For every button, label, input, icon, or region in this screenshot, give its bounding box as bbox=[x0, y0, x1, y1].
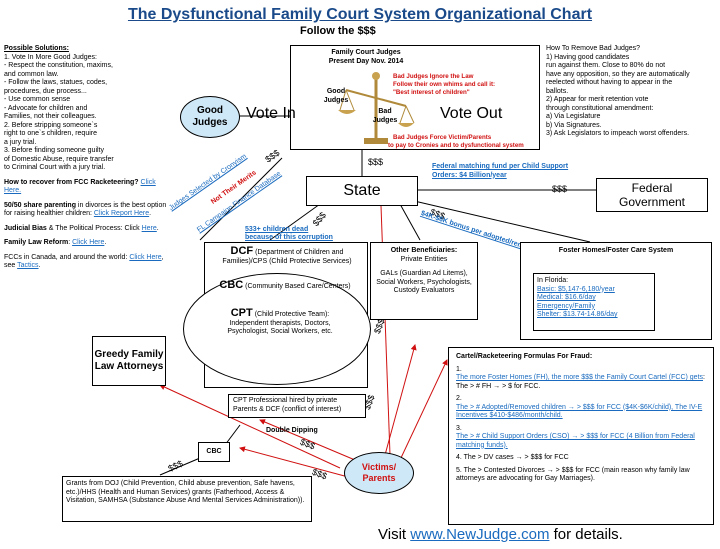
bias-link[interactable]: Here bbox=[141, 224, 157, 232]
cartel-link-2[interactable]: The > # Adopted/Removed children → > $$$… bbox=[456, 403, 703, 420]
greedy-attorneys-box: Greedy Family Law Attorneys bbox=[92, 336, 166, 386]
cartel-box: Cartel/Racketeering Formulas For Fraud: … bbox=[448, 347, 714, 525]
force-victims-text: Bad Judges Force Victim/Parents bbox=[393, 134, 492, 141]
medical-rate-link[interactable]: Medical: $16.6/day bbox=[537, 294, 596, 301]
tactics-link[interactable]: Tactics bbox=[17, 262, 39, 269]
solution-line: a jury trial. bbox=[4, 138, 37, 146]
vote-in-label: Vote In bbox=[246, 105, 296, 122]
reform-text: : bbox=[68, 239, 73, 246]
judges-date: Present Day Nov. 2014 bbox=[328, 58, 404, 65]
page-title: The Dysfunctional Family Court System Or… bbox=[127, 6, 593, 23]
grants-box: Grants from DOJ (Child Prevention, Child… bbox=[62, 476, 312, 522]
solution-line: Families, not their colleagues. bbox=[4, 113, 97, 120]
cpt-hired-box: CPT Professional hired by private Parent… bbox=[228, 394, 366, 418]
remove-line: b) Via Signatures. bbox=[546, 121, 602, 129]
state-box: State bbox=[306, 176, 418, 206]
bad-judges-label: Bad Judges bbox=[372, 108, 398, 124]
scales-of-justice-icon bbox=[338, 72, 415, 144]
solution-line: - Follow the laws, statues, codes, bbox=[4, 79, 108, 86]
bias-bold: Judicial Bias bbox=[4, 224, 47, 232]
dollars-label: $$$ bbox=[552, 184, 568, 194]
dcf-box: DCF (Department of Children and Families… bbox=[183, 242, 371, 388]
remove-judges-panel: How To Remove Bad Judges? 1) Having good… bbox=[546, 45, 718, 139]
cbc-small-box: CBC bbox=[198, 442, 230, 462]
newjudge-link[interactable]: www.NewJudge.com bbox=[410, 526, 550, 543]
reform-link[interactable]: Click Here bbox=[72, 239, 105, 246]
basic-rate-link[interactable]: Basic: $5,147-6,180/year bbox=[537, 285, 615, 293]
parenting-link[interactable]: Click Report Here bbox=[93, 210, 150, 217]
victims-oval: Victims/ Parents bbox=[344, 452, 414, 494]
solution-line: 3. Before finding someone guilty bbox=[4, 147, 105, 154]
solution-line: 1. Vote In More Good Judges: bbox=[4, 53, 98, 61]
foster-homes-box: Foster Homes/Foster Care System In Flori… bbox=[520, 242, 712, 340]
florida-rates-box: In Florida: Basic: $5,147-6,180/year Med… bbox=[533, 273, 655, 331]
recover-link[interactable]: Click Here. bbox=[4, 178, 156, 195]
page-subtitle: Follow the $$$ bbox=[300, 25, 376, 37]
vote-out-label: Vote Out bbox=[440, 105, 503, 122]
solution-line: of Domestic Abuse, require transfer bbox=[4, 155, 114, 163]
best-interest-text: "Best interest of children" bbox=[393, 89, 470, 96]
parenting-text: in divorces is the best option for raisi… bbox=[4, 201, 167, 218]
remove-line: 1) Having good candidates bbox=[546, 53, 630, 61]
remove-line: 2) Appear for merit retention vote bbox=[546, 96, 649, 103]
reform-bold: Family Law Reform bbox=[4, 239, 69, 246]
parenting-bold: 50/50 share parenting bbox=[4, 201, 76, 209]
solution-line: procedures, due process... bbox=[4, 87, 87, 95]
solutions-panel: Possible Solutions: 1. Vote In More Good… bbox=[4, 45, 169, 271]
federal-matching-text[interactable]: Federal matching fund per Child Support … bbox=[432, 163, 569, 179]
follow-whims-text: Follow their own whims and call it: bbox=[393, 81, 496, 88]
bias-text: & The Political Process: Click bbox=[46, 224, 140, 232]
solution-line: - Respect the constitution, maxims, bbox=[4, 62, 113, 69]
dcf-label: DCF (Department of Children and Families… bbox=[222, 245, 352, 265]
remove-line: a) Via Legislature bbox=[546, 113, 601, 120]
remove-line: 3) Ask Legislators to impeach worst offe… bbox=[546, 130, 690, 137]
fcc-link[interactable]: Click Here bbox=[129, 253, 162, 261]
good-judges-oval: Good Judges bbox=[180, 96, 240, 138]
cartel-link-1[interactable]: The more Foster Homes (FH), the more $$$… bbox=[456, 374, 704, 381]
judges-heading: Family Court Judges bbox=[331, 49, 401, 56]
cartel-link-3[interactable]: The > # Child Support Orders (CSO) → > $… bbox=[456, 433, 695, 449]
fcc-text: FCCs in Canada, and around the world: bbox=[4, 253, 128, 261]
children-dead-text[interactable]: 533+ children dead because of this corru… bbox=[245, 226, 333, 241]
solution-line: - Use common sense bbox=[4, 96, 71, 103]
shelter-rate-link[interactable]: Shelter: $13.74-14.86/day bbox=[537, 311, 618, 318]
remove-judges-heading: How To Remove Bad Judges? bbox=[546, 45, 641, 52]
other-beneficiaries-box: Other Beneficiaries: Private Entities GA… bbox=[370, 242, 478, 320]
remove-line: reelected without having to appear in th… bbox=[546, 79, 673, 86]
cbc-label: CBC (Community Based Care/Centers) bbox=[219, 279, 351, 291]
remove-line: ballots. bbox=[546, 87, 569, 95]
family-court-judges-box: Family Court Judges Present Day Nov. 201… bbox=[290, 45, 540, 150]
fcc-mid: , see bbox=[4, 253, 164, 270]
recover-heading: How to recover from FCC Racketeering? bbox=[4, 178, 139, 186]
solution-line: to Criminal Court with a jury trial. bbox=[4, 164, 106, 171]
emergency-link[interactable]: Emergency/Family bbox=[537, 302, 595, 310]
force-victims-text-2: to pay to Cronies and to dysfunctional s… bbox=[388, 142, 524, 149]
federal-government-box: Federal Government bbox=[596, 178, 708, 212]
bad-ignore-text: Bad Judges Ignore the Law bbox=[393, 73, 474, 80]
solution-line: 2. Before stripping someone`s bbox=[4, 121, 98, 129]
cpt-label: CPT (Child Protective Team): Independent… bbox=[227, 307, 333, 336]
solution-line: right to one`s children, require bbox=[4, 130, 97, 137]
double-dipping-label: Double Dipping bbox=[266, 427, 318, 434]
remove-line: through constitutional amendment: bbox=[546, 104, 654, 112]
footer-text: Visit www.NewJudge.com for details. bbox=[378, 526, 623, 543]
solutions-heading: Possible Solutions: bbox=[4, 45, 69, 52]
solution-line: and common law. bbox=[4, 70, 59, 78]
solution-line: - Advocate for children and bbox=[4, 104, 88, 112]
remove-line: run against them. Close to 80% do not bbox=[546, 62, 666, 69]
cbc-ellipse bbox=[183, 273, 371, 385]
dollars-label: $$$ bbox=[368, 157, 384, 167]
remove-line: have any opposition, so they are automat… bbox=[546, 70, 690, 78]
good-judges-label: Good Judges bbox=[323, 88, 349, 104]
